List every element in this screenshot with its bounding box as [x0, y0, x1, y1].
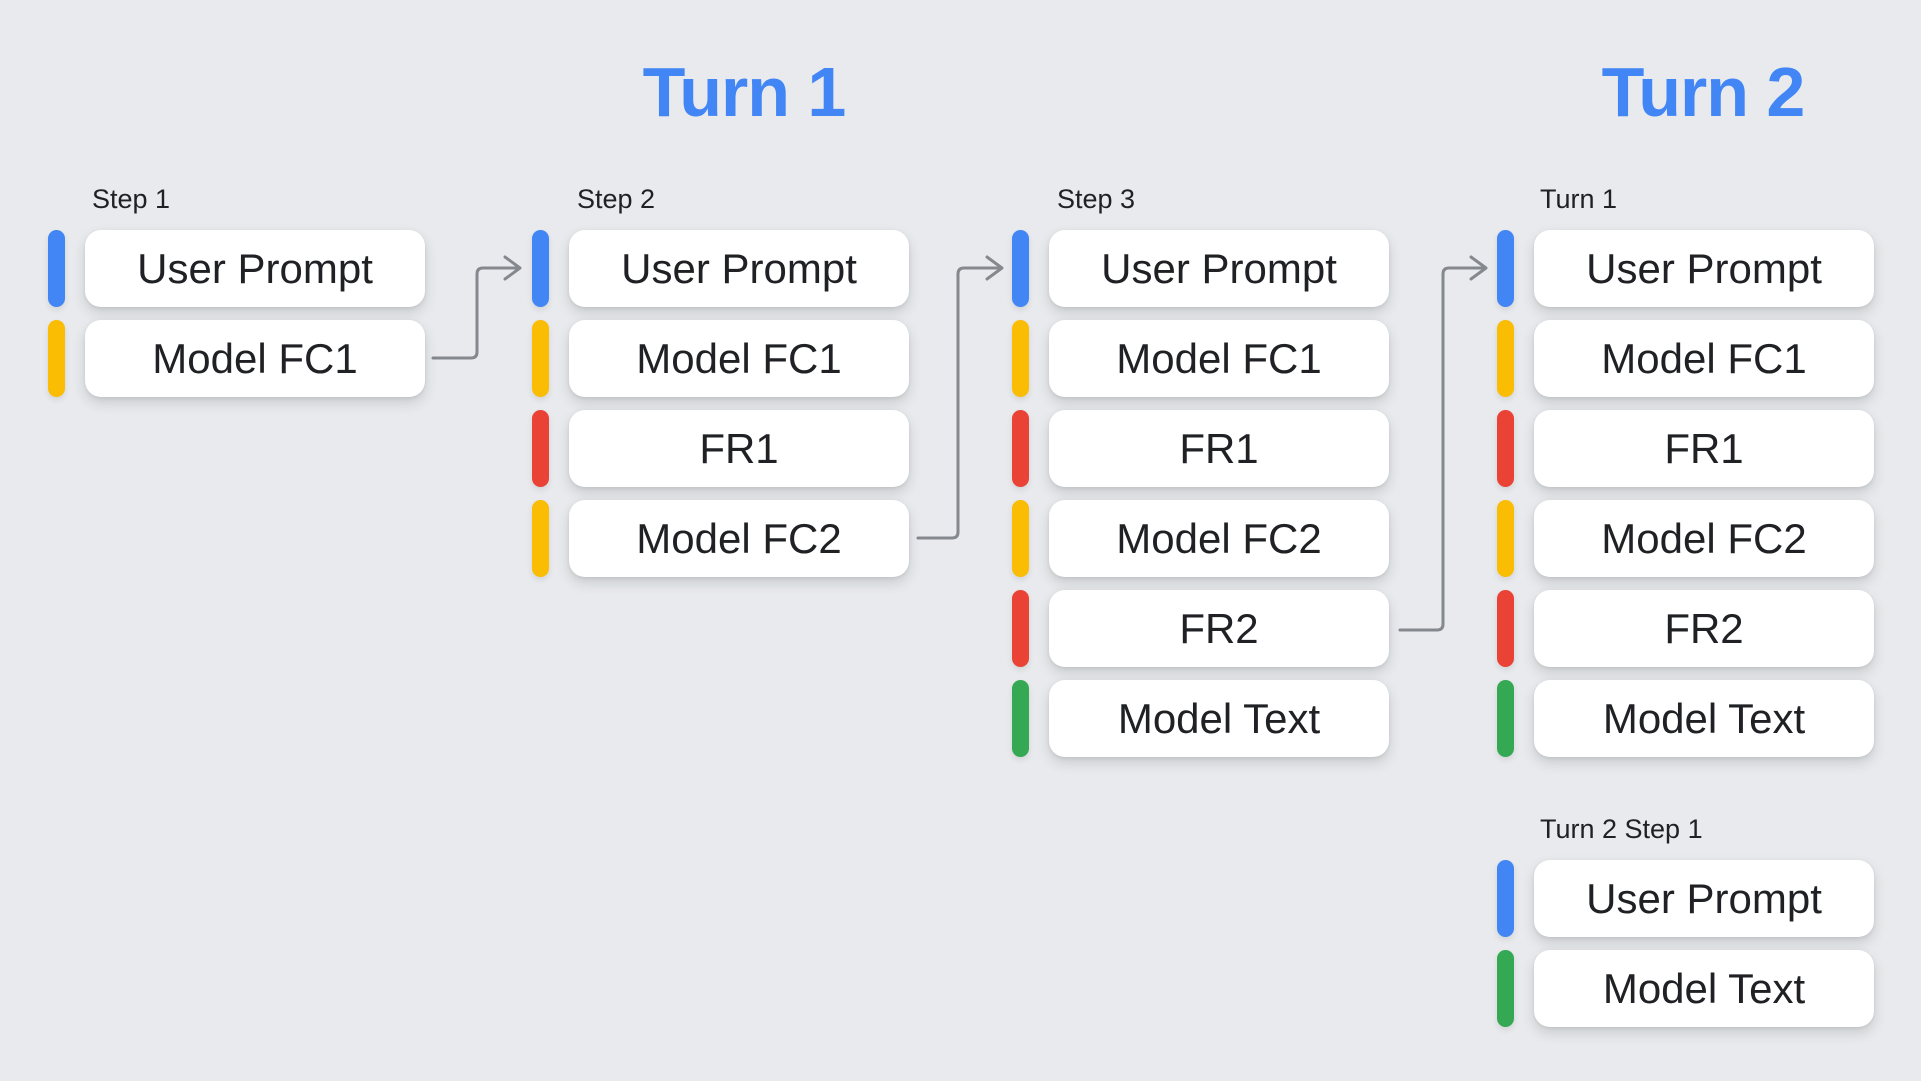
arrow-step1-to-step2 — [431, 255, 522, 360]
step-3-label: Step 3 — [1057, 184, 1136, 214]
fr1-box: FR1 — [1049, 410, 1389, 487]
arrow-step3-to-turn1 — [1398, 255, 1488, 632]
fr1-box: FR1 — [1534, 410, 1874, 487]
function-call-color-bar — [1497, 500, 1514, 577]
model-fc1-box: Model FC1 — [569, 320, 909, 397]
function-call-color-bar — [1012, 320, 1029, 397]
model-text-box: Model Text — [1534, 950, 1874, 1027]
message-row: FR1 — [532, 410, 909, 487]
turn-2-title: Turn 2 — [1601, 53, 1806, 131]
model-fc1-box: Model FC1 — [1049, 320, 1389, 397]
turn-1-summary-label: Turn 1 — [1540, 184, 1618, 214]
message-row: User Prompt — [1497, 230, 1874, 307]
function-response-color-bar — [1012, 590, 1029, 667]
model-text-color-bar — [1012, 680, 1029, 757]
user-color-bar — [48, 230, 65, 307]
message-row: FR1 — [1497, 410, 1874, 487]
message-row: User Prompt — [1012, 230, 1389, 307]
function-response-color-bar — [532, 410, 549, 487]
model-fc1-box: Model FC1 — [85, 320, 425, 397]
message-row: Model Text — [1497, 680, 1874, 757]
arrow-step2-to-step3 — [916, 255, 1004, 540]
message-row: Model FC1 — [1497, 320, 1874, 397]
function-response-color-bar — [1497, 410, 1514, 487]
function-call-color-bar — [1497, 320, 1514, 397]
function-call-color-bar — [532, 500, 549, 577]
model-text-color-bar — [1497, 680, 1514, 757]
user-color-bar — [1497, 230, 1514, 307]
user-prompt-box: User Prompt — [85, 230, 425, 307]
user-prompt-box: User Prompt — [1534, 230, 1874, 307]
message-row: FR1 — [1012, 410, 1389, 487]
user-color-bar — [1012, 230, 1029, 307]
user-color-bar — [1497, 860, 1514, 937]
function-call-color-bar — [48, 320, 65, 397]
model-fc2-box: Model FC2 — [569, 500, 909, 577]
message-row: Model FC1 — [48, 320, 425, 397]
fr1-box: FR1 — [569, 410, 909, 487]
message-row: Model FC1 — [532, 320, 909, 397]
step-2-label: Step 2 — [577, 184, 656, 214]
user-prompt-box: User Prompt — [1049, 230, 1389, 307]
user-prompt-box: User Prompt — [569, 230, 909, 307]
function-response-color-bar — [1012, 410, 1029, 487]
model-fc2-box: Model FC2 — [1049, 500, 1389, 577]
function-response-color-bar — [1497, 590, 1514, 667]
message-row: Model Text — [1012, 680, 1389, 757]
message-row: FR2 — [1012, 590, 1389, 667]
model-text-box: Model Text — [1534, 680, 1874, 757]
message-row: Model FC2 — [532, 500, 909, 577]
message-row: User Prompt — [1497, 860, 1874, 937]
model-text-box: Model Text — [1049, 680, 1389, 757]
message-row: Model FC2 — [1497, 500, 1874, 577]
message-row: Model FC1 — [1012, 320, 1389, 397]
model-fc2-box: Model FC2 — [1534, 500, 1874, 577]
turn-1-title: Turn 1 — [642, 53, 847, 131]
message-row: User Prompt — [532, 230, 909, 307]
message-row: Model FC2 — [1012, 500, 1389, 577]
user-prompt-box: User Prompt — [1534, 860, 1874, 937]
function-call-color-bar — [532, 320, 549, 397]
step-1-label: Step 1 — [92, 184, 171, 214]
fr2-box: FR2 — [1534, 590, 1874, 667]
function-call-color-bar — [1012, 500, 1029, 577]
user-color-bar — [532, 230, 549, 307]
message-row: Model Text — [1497, 950, 1874, 1027]
message-row: FR2 — [1497, 590, 1874, 667]
fr2-box: FR2 — [1049, 590, 1389, 667]
model-text-color-bar — [1497, 950, 1514, 1027]
message-row: User Prompt — [48, 230, 425, 307]
model-fc1-box: Model FC1 — [1534, 320, 1874, 397]
turn-2-step-1-label: Turn 2 Step 1 — [1540, 814, 1703, 844]
